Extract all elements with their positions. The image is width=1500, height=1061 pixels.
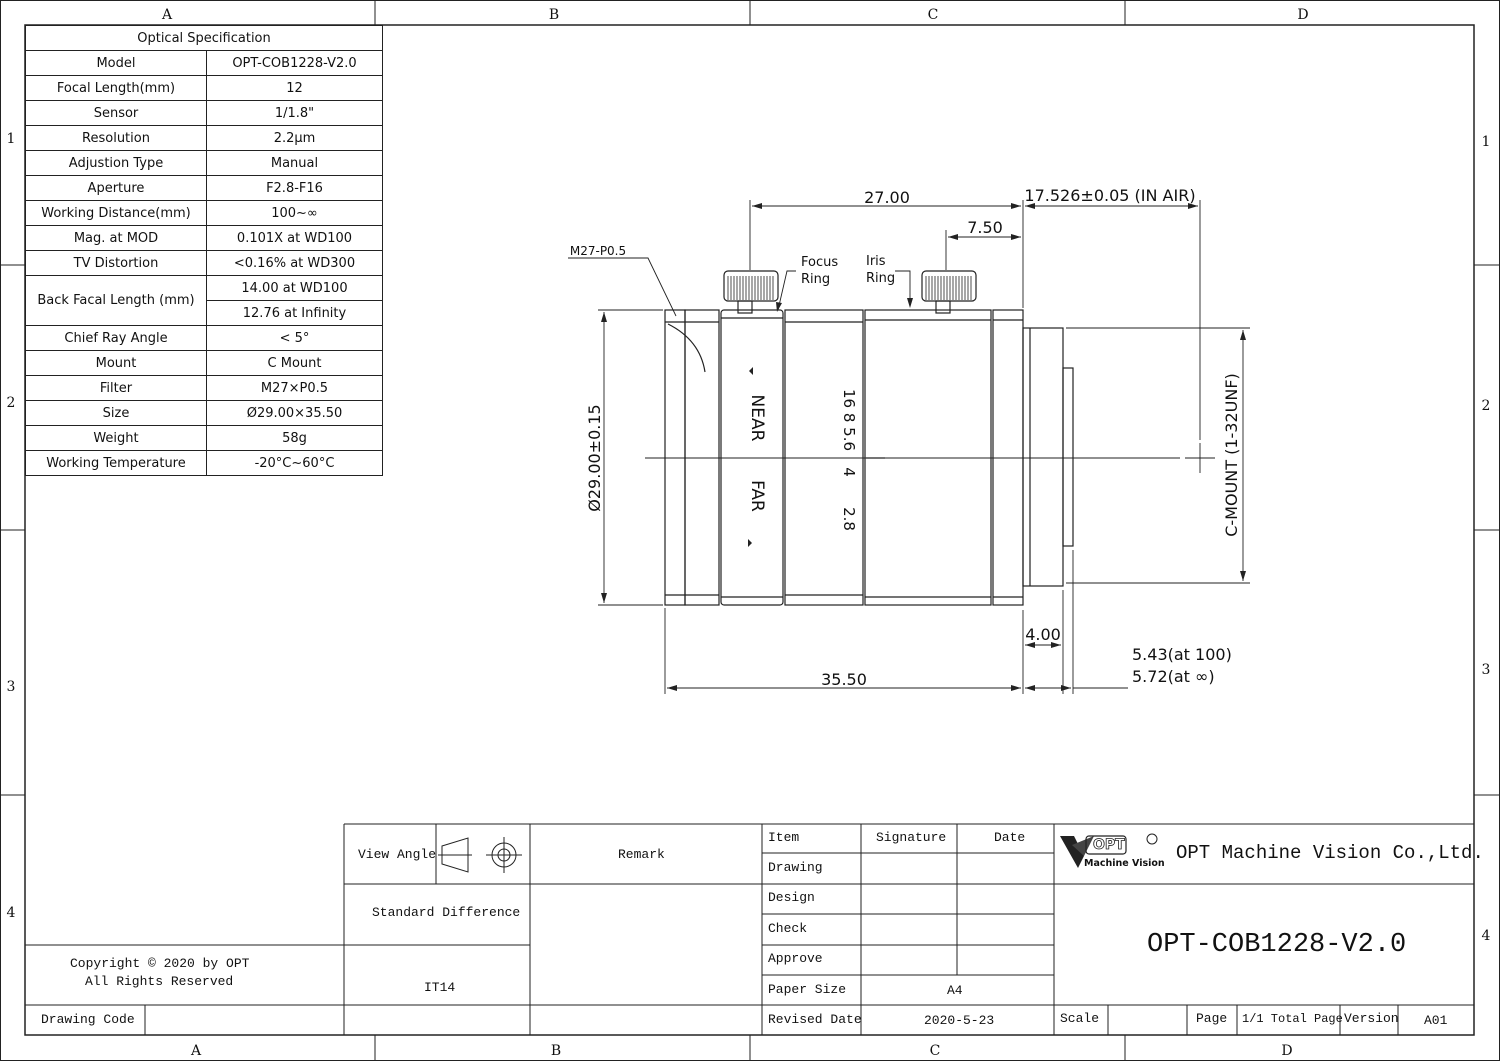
spec-val: <0.16% at WD300 — [206, 250, 383, 276]
spec-val: 12 — [206, 75, 383, 101]
dim-17526: 17.526±0.05 (IN AIR) — [1024, 186, 1195, 205]
spec-val: Ø29.00×35.50 — [206, 400, 383, 426]
projection-symbol-icon — [438, 837, 522, 873]
spec-key: Working Temperature — [25, 450, 207, 476]
spec-val: < 5° — [206, 325, 383, 351]
spec-val: 100~∞ — [206, 200, 383, 226]
dim-543: 5.43(at 100) — [1132, 645, 1232, 664]
spec-key: Resolution — [25, 125, 207, 151]
spec-val: M27×P0.5 — [206, 375, 383, 401]
zone-left-3: 3 — [7, 679, 16, 695]
spec-key: Sensor — [25, 100, 207, 126]
spec-row: Back Facal Length (mm)14.00 at WD100 — [25, 275, 383, 326]
spec-key: Mag. at MOD — [25, 225, 207, 251]
focus-ring-label-1: Focus — [801, 255, 838, 270]
zone-right-1: 1 — [1482, 134, 1491, 150]
zone-left-1: 1 — [7, 131, 16, 147]
zone-right-2: 2 — [1482, 398, 1491, 414]
logo-subtitle: Machine Vision — [1084, 858, 1165, 869]
spec-key: Aperture — [25, 175, 207, 201]
spec-row: Working Temperature-20°C~60°C — [25, 450, 383, 476]
zone-right-4: 4 — [1482, 928, 1491, 944]
focus-ring-label-2: Ring — [801, 272, 830, 287]
zone-left-4: 4 — [7, 905, 16, 921]
dim-400: 4.00 — [1025, 625, 1061, 644]
logo-word: OPT — [1093, 837, 1126, 854]
iris-ring-label-2: Ring — [866, 271, 895, 286]
far-label: FAR — [747, 480, 767, 512]
iris-ring-label-1: Iris — [866, 254, 886, 269]
opt-logo-icon — [1060, 833, 1158, 868]
zone-right-3: 3 — [1482, 662, 1491, 678]
spec-title: Optical Specification — [25, 25, 383, 51]
spec-key: Adjustion Type — [25, 150, 207, 176]
zone-bottom-c: C — [930, 1043, 941, 1059]
zone-bottom-b: B — [551, 1043, 561, 1059]
spec-val: 2.2μm — [206, 125, 383, 151]
diameter-dim: Ø29.00±0.15 — [585, 404, 604, 511]
spec-row: Chief Ray Angle< 5° — [25, 325, 383, 351]
spec-val: F2.8-F16 — [206, 175, 383, 201]
spec-row: Working Distance(mm)100~∞ — [25, 200, 383, 226]
spec-val: -20°C~60°C — [206, 450, 383, 476]
dim-572: 5.72(at ∞) — [1132, 667, 1215, 686]
spec-row: TV Distortion<0.16% at WD300 — [25, 250, 383, 276]
spec-val: C Mount — [206, 350, 383, 376]
spec-key: Size — [25, 400, 207, 426]
spec-key: Weight — [25, 425, 207, 451]
spec-val: 58g — [206, 425, 383, 451]
spec-val: 0.101X at WD100 — [206, 225, 383, 251]
zone-bottom-a: A — [190, 1043, 202, 1059]
spec-key: TV Distortion — [25, 250, 207, 276]
aperture-scale-top: 16 8 5.6 — [840, 389, 858, 451]
dimension-lines — [568, 200, 1250, 694]
spec-val: 1/1.8" — [206, 100, 383, 126]
spec-key: Model — [25, 50, 207, 76]
spec-val: 12.76 at Infinity — [206, 300, 383, 326]
zone-left-2: 2 — [7, 395, 16, 411]
zone-top-d: D — [1297, 7, 1308, 23]
near-label: NEAR — [747, 395, 767, 442]
spec-key: Working Distance(mm) — [25, 200, 207, 226]
aperture-scale-28: 2.8 — [840, 507, 858, 531]
zone-top-a: A — [161, 7, 173, 23]
cmount-dim: C-MOUNT (1-32UNF) — [1222, 373, 1241, 537]
spec-key: Focal Length(mm) — [25, 75, 207, 101]
dim-3550: 35.50 — [821, 670, 867, 689]
spec-val: OPT-COB1228-V2.0 — [206, 50, 383, 76]
zone-top-c: C — [928, 7, 939, 23]
aperture-scale-4: 4 — [840, 467, 858, 477]
spec-key: Back Facal Length (mm) — [25, 275, 207, 326]
spec-row: Focal Length(mm)12 — [25, 75, 383, 101]
spec-val: 14.00 at WD100 — [206, 275, 383, 301]
dim-27: 27.00 — [864, 188, 910, 207]
zone-bottom-d: D — [1281, 1043, 1292, 1059]
title-block-grid — [25, 823, 1474, 1035]
zone-top-b: B — [549, 7, 559, 23]
lens-drawing — [645, 270, 1215, 606]
spec-key: Chief Ray Angle — [25, 325, 207, 351]
spec-key: Mount — [25, 350, 207, 376]
spec-key: Filter — [25, 375, 207, 401]
spec-val: Manual — [206, 150, 383, 176]
dim-750: 7.50 — [967, 218, 1003, 237]
thread-label: M27-P0.5 — [570, 244, 626, 258]
